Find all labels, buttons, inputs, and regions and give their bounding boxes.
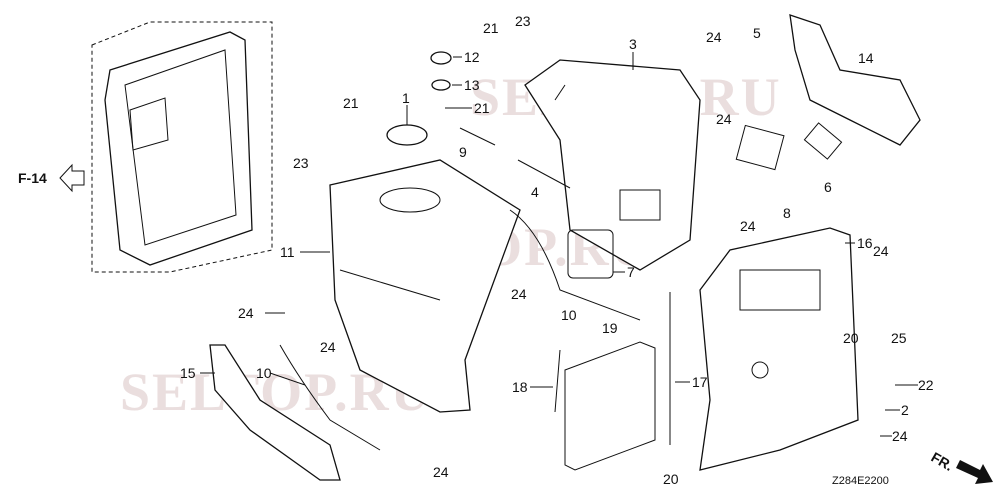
callout-17: 17 [692,374,708,390]
callout-10: 10 [561,307,577,323]
part-12-cap [430,51,452,65]
callout-4: 4 [531,184,539,200]
f14-reference: F-14 [18,163,85,193]
part-3-top-cover [524,59,701,271]
part-10-seal [509,209,641,321]
callout-21: 21 [343,95,359,111]
callout-24: 24 [740,218,756,234]
callout-8: 8 [783,205,791,221]
callout-25: 25 [891,330,907,346]
callout-11: 11 [280,244,295,260]
callout-24: 24 [892,428,908,444]
callout-22: 22 [918,377,934,393]
part-7-seal [567,229,614,279]
callout-24: 24 [511,286,527,302]
part-11-inner-cover [329,159,521,413]
f14-label: F-14 [18,170,47,186]
arrow-left-icon [59,163,85,193]
part-1-grommet [386,124,428,146]
callout-20: 20 [843,330,859,346]
callout-9: 9 [459,144,467,160]
callout-21: 21 [474,100,490,116]
part-19-seal [564,341,656,471]
callout-16: 16 [857,235,873,251]
callout-1: 1 [402,90,410,106]
part-10-seal-b [279,344,381,451]
arrow-down-right-icon [956,460,993,484]
callout-23: 23 [515,13,531,29]
diagram-code: Z284E2200 [832,475,889,487]
part-15-trim [209,344,341,481]
part-18-rod [554,349,561,413]
callout-19: 19 [602,320,618,336]
part-4-rod [517,159,571,189]
part-13-ring [431,79,451,91]
callout-24: 24 [238,305,254,321]
part-16-front-panel [699,227,859,471]
front-label: FR. [929,449,957,474]
callout-13: 13 [464,77,480,93]
callout-15: 15 [180,365,196,381]
callout-24: 24 [716,111,732,127]
callout-21: 21 [483,20,499,36]
callout-24: 24 [320,339,336,355]
callout-24: 24 [433,464,449,480]
part-8-seal [735,124,785,171]
callout-18: 18 [512,379,528,395]
callout-24: 24 [873,243,889,259]
callout-12: 12 [464,49,480,65]
callout-10: 10 [256,365,272,381]
callout-7: 7 [627,264,635,280]
part-9-rod [459,127,496,146]
callout-3: 3 [629,36,637,52]
callout-6: 6 [824,179,832,195]
part-14-side-trim [789,14,921,146]
front-direction-indicator: FR. [929,449,993,484]
callout-20: 20 [663,471,679,487]
callout-14: 14 [858,50,874,66]
callout-23: 23 [293,155,309,171]
part-6-grille [803,122,843,160]
callout-5: 5 [753,25,761,41]
rear-cover-reference [91,21,273,273]
callouts: 1 2 3 4 5 6 7 8 9 10 10 11 12 13 14 15 1… [180,13,934,487]
callout-2: 2 [901,402,909,418]
callout-24: 24 [706,29,722,45]
